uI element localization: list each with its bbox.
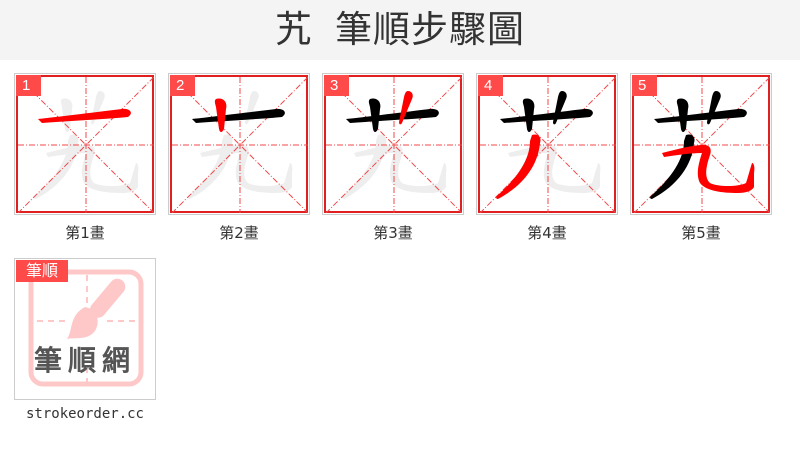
stroke-step-4: 4 (476, 73, 618, 215)
stroke-diagram (480, 77, 616, 213)
title-text: 筆順步驟圖 (335, 8, 525, 51)
brush-logo-icon (28, 269, 144, 387)
grid-frame (324, 75, 462, 213)
grid-frame (16, 75, 154, 213)
stroke-diagram (18, 77, 154, 213)
site-url[interactable]: strokeorder.cc (25, 406, 144, 422)
stroke-diagram (326, 77, 462, 213)
step-caption: 第4畫 (527, 224, 567, 242)
step-number-badge: 3 (324, 75, 349, 96)
header-bar (0, 0, 800, 60)
step-caption: 第2畫 (219, 224, 259, 242)
stroke-diagram (172, 77, 308, 213)
step-caption: 第5畫 (681, 224, 721, 242)
stroke-diagram (634, 77, 770, 213)
grid-frame (170, 75, 308, 213)
step-number-badge: 5 (632, 75, 657, 96)
page-title: 艽筆順步驟圖 (0, 0, 800, 60)
logo-brand-text: 筆順網 (33, 344, 136, 377)
stroke-step-5: 5 (630, 73, 772, 215)
title-character: 艽 (275, 8, 313, 51)
step-number-badge: 2 (170, 75, 195, 96)
site-logo[interactable]: 筆順 筆順網 (14, 258, 156, 400)
step-number-badge: 4 (478, 75, 503, 96)
step-caption: 第3畫 (373, 224, 413, 242)
stroke-step-1: 1 (14, 73, 156, 215)
step-number-badge: 1 (16, 75, 41, 96)
grid-frame (478, 75, 616, 213)
logo-tag: 筆順 (16, 260, 68, 282)
step-caption: 第1畫 (65, 224, 105, 242)
grid-frame (632, 75, 770, 213)
stroke-step-2: 2 (168, 73, 310, 215)
stroke-step-3: 3 (322, 73, 464, 215)
